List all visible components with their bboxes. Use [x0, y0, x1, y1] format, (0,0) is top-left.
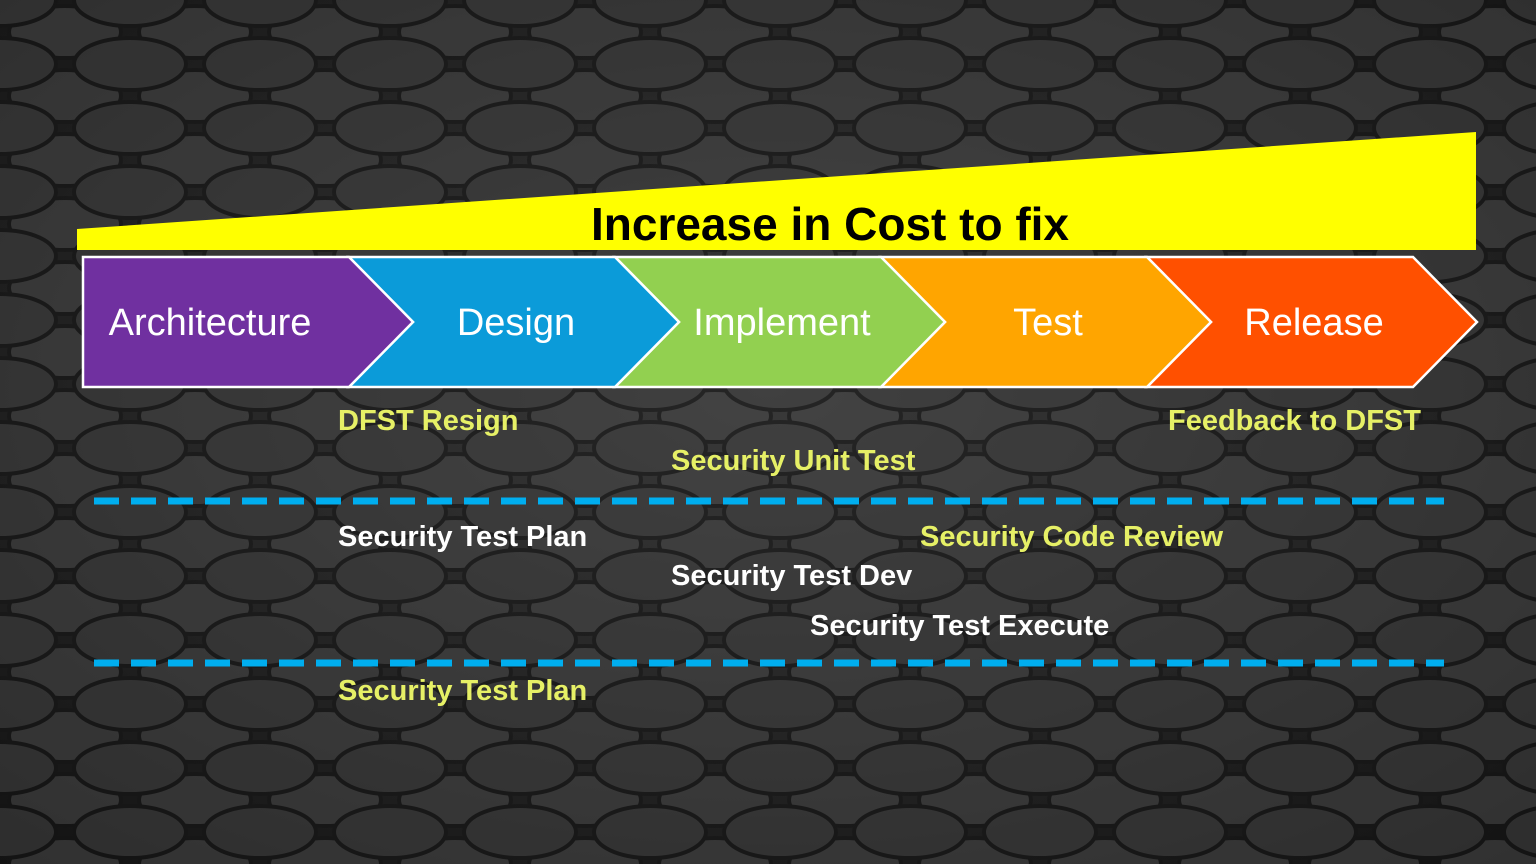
activity-security-code-review: Security Code Review	[920, 521, 1223, 553]
stage-label-architecture: Architecture	[109, 302, 312, 344]
activity-security-unit-test: Security Unit Test	[671, 445, 916, 477]
activity-security-test-execute: Security Test Execute	[810, 610, 1110, 642]
cost-wedge	[77, 132, 1476, 250]
activity-feedback-to-dfst: Feedback to DFST	[1168, 405, 1421, 437]
stage-label-design: Design	[457, 302, 575, 344]
stage-chevrons: Architecture Design Implement Test Release	[81, 255, 1479, 389]
cost-title: Increase in Cost to fix	[591, 198, 1069, 250]
stage-label-implement: Implement	[693, 302, 871, 344]
activity-security-test-dev: Security Test Dev	[671, 560, 913, 592]
activity-security-test-plan-upper: Security Test Plan	[338, 521, 588, 553]
activity-dfst-resign: DFST Resign	[338, 405, 519, 437]
stage-chevron-architecture	[81, 255, 415, 389]
stage-label-release: Release	[1244, 302, 1383, 344]
stage-label-test: Test	[1013, 302, 1083, 344]
activity-security-test-plan-lower: Security Test Plan	[338, 675, 588, 707]
